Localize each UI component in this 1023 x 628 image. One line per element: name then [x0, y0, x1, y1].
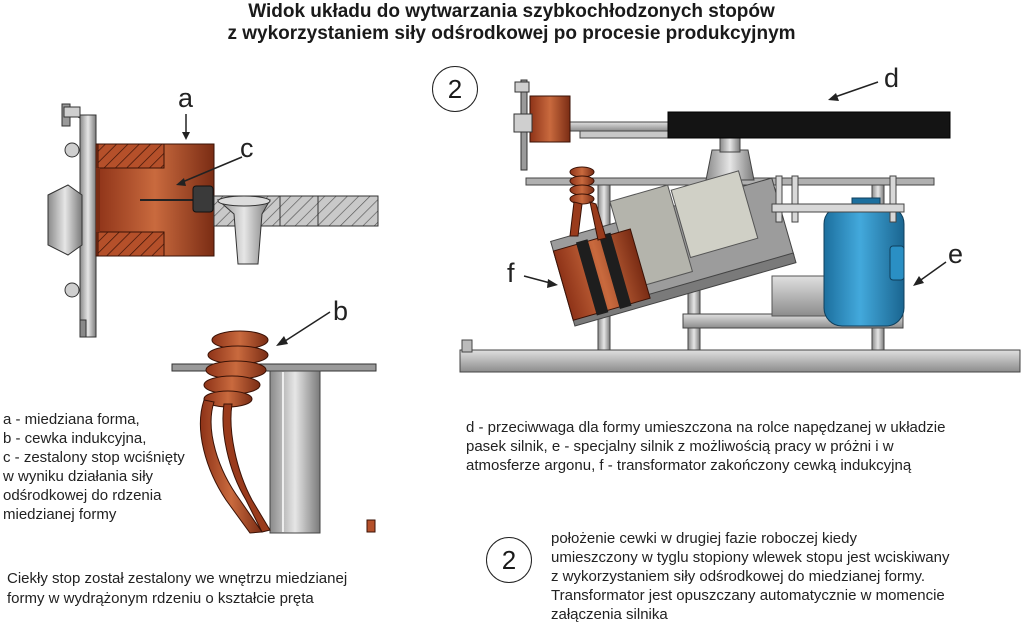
- label-b: b: [333, 296, 349, 326]
- leader-b: [281, 311, 331, 344]
- leader-c: [179, 156, 243, 184]
- note-right-line: umieszczony w tyglu stopiony wlewek stop…: [551, 549, 950, 566]
- leader-e: [917, 261, 947, 283]
- label-e: e: [948, 239, 964, 269]
- legend-left-line: w wyniku działania siły: [3, 468, 154, 485]
- label-f: f: [507, 258, 515, 288]
- legend-left-line: miedzianej formy: [3, 506, 117, 523]
- legend-right-line: atmosferze argonu, f - transformator zak…: [466, 457, 912, 474]
- legend-left-line: a - miedziana forma,: [3, 411, 140, 428]
- note-left-line: formy w wydrążonym rdzeniu o kształcie p…: [7, 590, 314, 607]
- diagram-title-line-2: z wykorzystaniem siły odśrodkowej po pro…: [227, 23, 796, 44]
- legend-left-line: b - cewka indukcyjna,: [3, 430, 147, 447]
- step-marker-top: 2: [432, 66, 478, 112]
- note-right-line: załączenia silnika: [551, 606, 668, 623]
- diagram-title-line-1: Widok układu do wytwarzania szybkochłodz…: [248, 1, 775, 22]
- leader-d: [831, 81, 879, 99]
- machine-side-view: [459, 79, 1021, 373]
- legend-left-line: c - zestalony stop wciśnięty: [3, 449, 185, 466]
- note-left-line: Ciekły stop został zestalony we wnętrzu …: [7, 570, 348, 587]
- step-marker-bottom: 2: [486, 537, 532, 583]
- label-a: a: [178, 83, 194, 113]
- label-d: d: [884, 63, 900, 93]
- coil-detail: [171, 330, 377, 534]
- note-right-line: położenie cewki w drugiej fazie roboczej…: [551, 530, 857, 547]
- legend-left-line: odśrodkowej do rdzenia: [3, 487, 162, 504]
- legend-right-line: d - przeciwwaga dla formy umieszczona na…: [466, 419, 946, 436]
- label-c: c: [240, 133, 254, 163]
- note-right-line: z wykorzystaniem siły odśrodkowej do mie…: [551, 568, 926, 585]
- copper-mould-assembly: [47, 103, 379, 338]
- legend-right-line: pasek silnik, e - specjalny silnik z moż…: [466, 438, 894, 455]
- note-right-line: Transformator jest opuszczany automatycz…: [551, 587, 945, 604]
